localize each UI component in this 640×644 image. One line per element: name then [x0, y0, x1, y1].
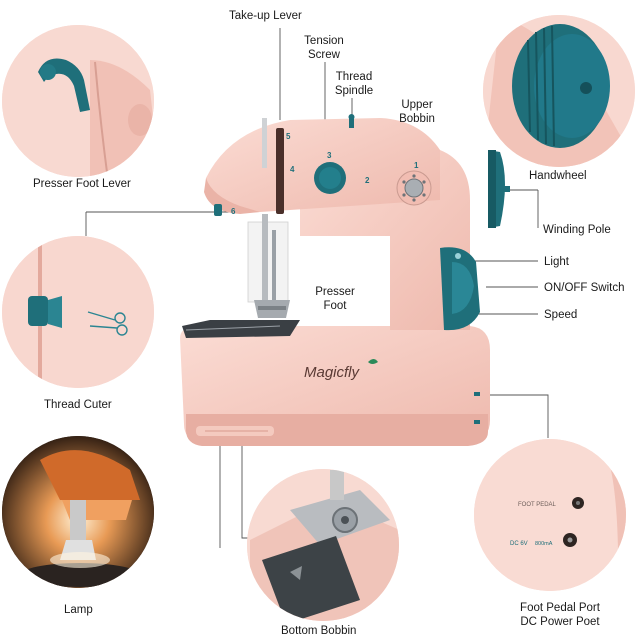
- label-tension-screw-line2: Screw: [308, 49, 340, 61]
- label-upper-bobbin: Upper Bobbin: [392, 98, 442, 126]
- port-foot-pedal-text: FOOT PEDAL: [518, 502, 557, 508]
- label-bottom-bobbin: Bottom Bobbin: [281, 625, 357, 637]
- scissors-icon: [87, 311, 128, 336]
- label-handwheel: Handwheel: [529, 170, 587, 182]
- guide-number-3: 3: [327, 151, 332, 160]
- label-thread-spindle-line2: Spindle: [334, 85, 374, 97]
- label-lamp: Lamp: [64, 604, 93, 616]
- label-tension-screw: Tension Screw: [298, 34, 350, 62]
- label-presser-foot-line2: Foot: [323, 300, 347, 312]
- label-on-off-switch: ON/OFF Switch: [544, 282, 625, 294]
- guide-number-6: 6: [231, 207, 236, 216]
- label-speed: Speed: [544, 309, 578, 321]
- inset-lamp: [2, 436, 154, 588]
- label-thread-spindle: Thread Spindle: [328, 70, 380, 98]
- label-foot-pedal-port: Foot Pedal Port: [520, 602, 600, 614]
- label-thread-cutter: Thread Cuter: [44, 399, 112, 411]
- label-thread-spindle-line1: Thread: [335, 71, 373, 83]
- label-ports: Foot Pedal Port DC Power Poet: [505, 601, 615, 629]
- inset-presser-foot-lever: [2, 25, 154, 177]
- port-ma-text: 800mA: [535, 541, 553, 547]
- label-presser-foot-line1: Presser: [315, 286, 355, 298]
- guide-number-2: 2: [365, 176, 370, 185]
- sewing-machine: 1 2 3 4 5 6 Magicfly: [180, 114, 510, 446]
- guide-number-5: 5: [286, 132, 291, 141]
- label-light: Light: [544, 256, 569, 268]
- label-upper-bobbin-line1: Upper: [401, 99, 433, 111]
- brand-logo-text: Magicfly: [304, 364, 361, 381]
- label-take-up-lever: Take-up Lever: [229, 10, 302, 22]
- label-tension-screw-line1: Tension: [304, 35, 344, 47]
- guide-number-4: 4: [290, 165, 295, 174]
- label-upper-bobbin-line2: Bobbin: [399, 113, 435, 125]
- inset-handwheel: [483, 15, 635, 167]
- label-dc-power-port: DC Power Poet: [520, 616, 600, 628]
- label-winding-pole: Winding Pole: [543, 224, 611, 236]
- port-dc-text: DC 6V: [510, 541, 528, 547]
- inset-bottom-bobbin: [247, 469, 399, 621]
- label-presser-foot-lever: Presser Foot Lever: [33, 178, 131, 190]
- inset-thread-cutter: [2, 236, 154, 388]
- label-presser-foot: Presser Foot: [310, 285, 360, 313]
- inset-ports: FOOT PEDAL DC 6V 800mA: [474, 439, 626, 591]
- guide-number-1: 1: [414, 161, 419, 170]
